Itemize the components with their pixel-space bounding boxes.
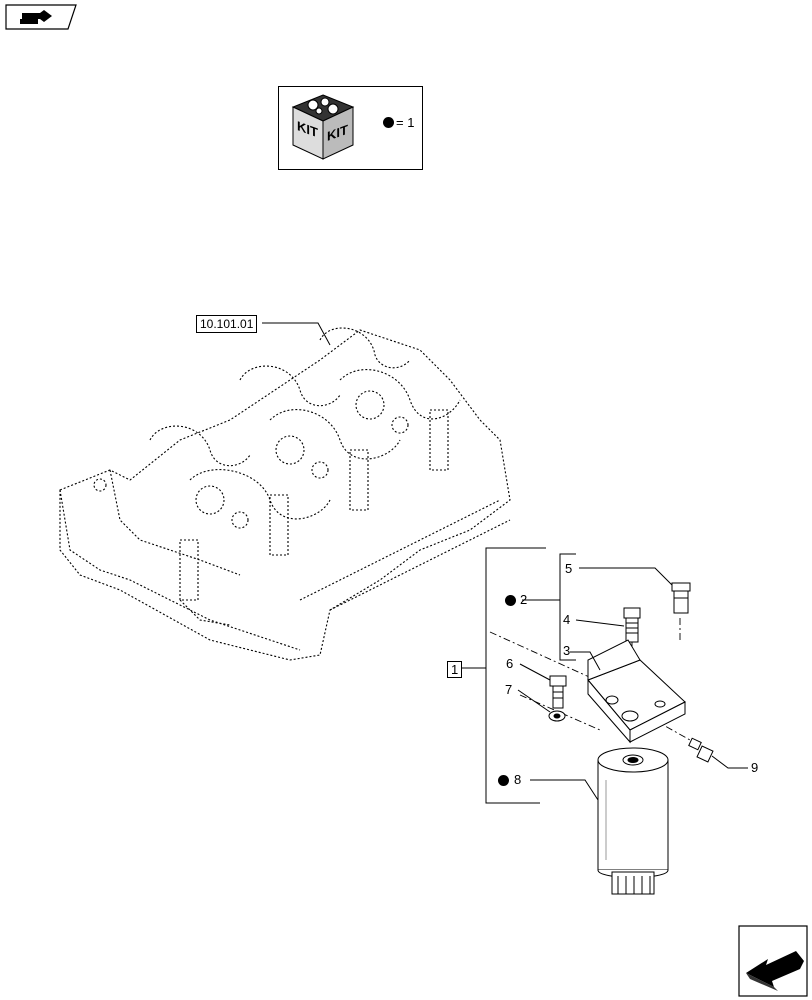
bolt-6 xyxy=(549,675,567,709)
kit-dot-icon xyxy=(505,595,516,606)
kit-legend: KIT KIT = 1 xyxy=(278,86,423,170)
bleed-screw-9 xyxy=(688,737,714,763)
kit-legend-text: = 1 xyxy=(383,115,414,130)
fuel-filter-cartridge xyxy=(597,747,669,895)
callout-9[interactable]: 9 xyxy=(751,760,759,775)
callout-6[interactable]: 6 xyxy=(506,656,514,671)
fitting-4 xyxy=(623,607,641,643)
hand-arrow-icon xyxy=(20,10,52,24)
fitting-5 xyxy=(671,582,691,614)
next-page-button[interactable] xyxy=(738,925,808,997)
kit-dot-icon xyxy=(383,117,394,128)
hand-arrow-icon xyxy=(746,951,804,991)
callout-1[interactable]: 1 xyxy=(447,661,463,678)
kit-box-icon: KIT KIT xyxy=(291,94,355,160)
callout-8[interactable]: 8 xyxy=(514,772,522,787)
reference-label[interactable]: 10.101.01 xyxy=(196,315,258,333)
callout-2[interactable]: 2 xyxy=(520,592,528,607)
callout-5[interactable]: 5 xyxy=(565,561,573,576)
callout-3[interactable]: 3 xyxy=(563,643,571,658)
kit-dot-icon xyxy=(498,775,509,786)
filter-bracket xyxy=(587,639,686,744)
callout-4[interactable]: 4 xyxy=(563,612,571,627)
engine-cylinder-head xyxy=(59,327,511,661)
previous-page-button[interactable] xyxy=(4,4,78,30)
callout-7[interactable]: 7 xyxy=(505,682,513,697)
washer-7 xyxy=(548,710,566,722)
